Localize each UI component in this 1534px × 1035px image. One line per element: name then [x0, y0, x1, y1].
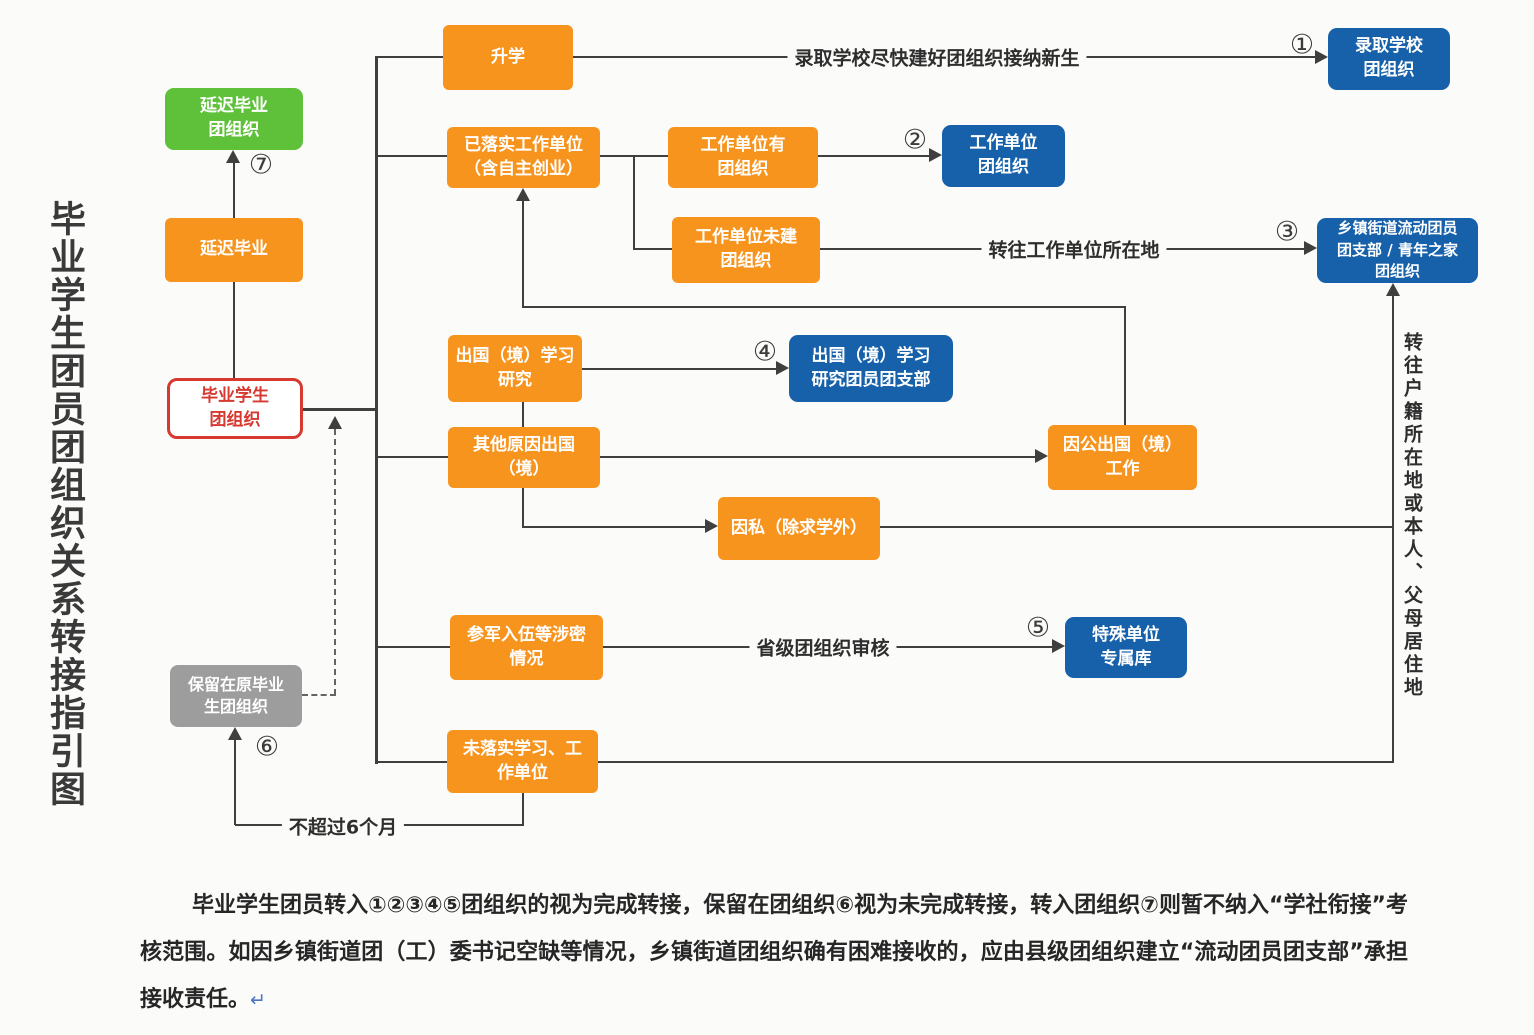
- edge-other-to-private: [522, 526, 706, 528]
- edge-hasorg-to-unitorg: [818, 155, 929, 157]
- node-deferred-grad-org: 延迟毕业 团组织: [165, 88, 303, 150]
- branch-military: [376, 646, 450, 648]
- branch-work-secured: [376, 155, 447, 157]
- link-deferred-green: [233, 163, 235, 218]
- arrowhead-to-township: [1304, 241, 1317, 255]
- node-special-db: 特殊单位 专属库: [1065, 617, 1187, 678]
- node-abroad-study: 出国（境）学习 研究: [448, 335, 582, 402]
- arrowhead-to-official: [1035, 449, 1048, 463]
- arrowhead-to-work-secured: [516, 188, 530, 201]
- badge-2: ②: [902, 124, 928, 156]
- link-abroadstudy-other: [522, 402, 524, 427]
- node-abroad-private: 因私（除求学外）: [718, 497, 880, 560]
- fork-vertical: [633, 155, 635, 250]
- arrowhead-to-retain-org: [228, 727, 242, 740]
- bottom-return-up: [234, 740, 236, 825]
- edge-label-to-household: 转往户籍所在地或本人、父母居住地: [1401, 332, 1423, 700]
- badge-6: ⑥: [254, 731, 280, 763]
- node-deferred-grad: 延迟毕业: [165, 218, 303, 282]
- official-return-horizontal: [522, 306, 1126, 308]
- badge-3: ③: [1274, 216, 1300, 248]
- arrowhead-to-special-db: [1052, 639, 1065, 653]
- node-work-secured: 已落实工作单位 （含自主创业）: [447, 127, 600, 188]
- node-military: 参军入伍等涉密 情况: [450, 615, 603, 680]
- arrowhead-to-deferred-org: [226, 150, 240, 163]
- edge-label-admission: 录取学校尽快建好团组织接纳新生: [787, 43, 1087, 71]
- node-retain-org: 保留在原毕业 生团组织: [170, 665, 302, 727]
- branch-unsettled: [376, 761, 447, 763]
- other-down-vertical: [522, 488, 524, 528]
- node-abroad-other: 其他原因出国 （境）: [448, 427, 600, 488]
- node-admitted-school-org: 录取学校 团组织: [1328, 28, 1450, 90]
- return-mark: ↵: [250, 989, 266, 1011]
- node-work-no-org: 工作单位未建 团组织: [672, 217, 820, 283]
- dashed-retain-vertical: [334, 429, 336, 695]
- node-abroad-study-org: 出国（境）学习 研究团员团支部: [789, 335, 953, 402]
- node-unsettled: 未落实学习、工 作单位: [447, 730, 598, 793]
- dashed-retain-horizontal: [302, 694, 336, 696]
- edge-abroadstudy-to-branch-org: [582, 368, 776, 370]
- edge-private-to-rightline: [880, 526, 1394, 528]
- node-grad-student-org: 毕业学生 团组织: [167, 378, 303, 439]
- footer-note-text: 毕业学生团员转入①②③④⑤团组织的视为完成转接，保留在团组织⑥视为未完成转接，转…: [140, 893, 1408, 1012]
- fork-to-noorg: [635, 248, 672, 250]
- official-return-vertical: [1124, 307, 1126, 425]
- branch-further-study: [376, 56, 444, 58]
- badge-1: ①: [1289, 29, 1315, 61]
- arrowhead-to-unit-org: [929, 148, 942, 162]
- edge-label-provincial-review: 省级团组织审核: [749, 633, 897, 661]
- page-title: 毕业学生团员团组织关系转接指引图: [44, 200, 85, 808]
- node-work-unit-org: 工作单位 团组织: [942, 125, 1065, 187]
- footer-note: 毕业学生团员转入①②③④⑤团组织的视为完成转接，保留在团组织⑥视为未完成转接，转…: [140, 882, 1408, 1024]
- link-gradorg-deferred: [233, 282, 235, 380]
- badge-7: ⑦: [248, 149, 274, 181]
- node-abroad-official: 因公出国（境） 工作: [1048, 425, 1197, 490]
- branch-abroad-other: [376, 456, 448, 458]
- node-township-org: 乡镇街道流动团员 团支部 / 青年之家 团组织: [1317, 218, 1478, 283]
- link-gradorg-trunk: [303, 408, 377, 411]
- unsettled-down-vertical: [522, 793, 524, 826]
- node-work-has-org: 工作单位有 团组织: [668, 127, 818, 188]
- arrowhead-to-township-bottom: [1386, 283, 1400, 296]
- arrowhead-to-private: [705, 519, 718, 533]
- node-further-study: 升学: [443, 25, 573, 90]
- official-return-up: [522, 201, 524, 307]
- arrowhead-to-abroad-study-org: [776, 361, 789, 375]
- edge-label-to-work-place: 转往工作单位所在地: [981, 235, 1167, 263]
- edge-unsettled-to-rightline: [598, 761, 1394, 763]
- arrowhead-to-school-org: [1315, 50, 1328, 64]
- badge-5: ⑤: [1025, 612, 1051, 644]
- edge-other-to-official: [600, 456, 1036, 458]
- badge-4: ④: [752, 336, 778, 368]
- right-vertical-line: [1392, 296, 1394, 763]
- edge-label-within-6-months: 不超过6个月: [281, 812, 405, 840]
- arrowhead-dashed-up: [328, 416, 342, 429]
